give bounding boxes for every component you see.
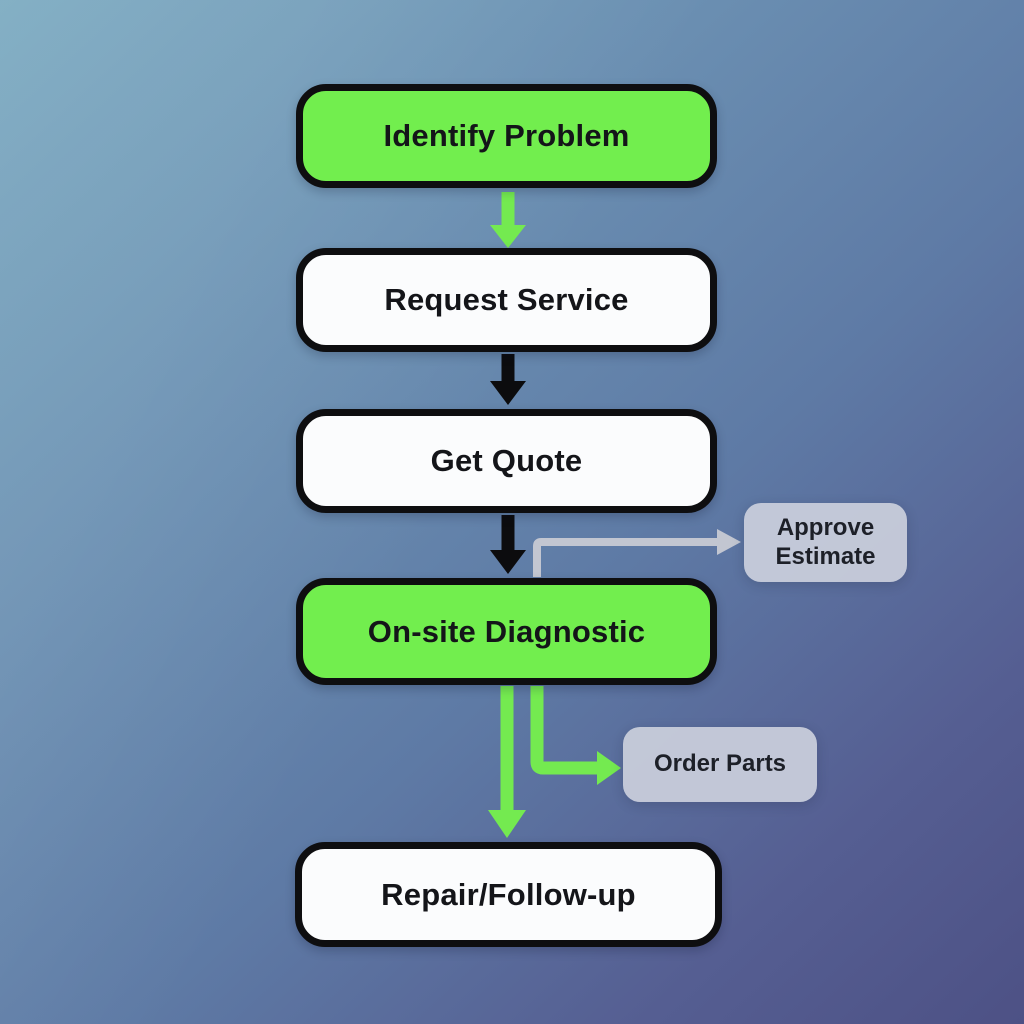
flow-node-identify-problem: Identify Problem <box>296 84 717 188</box>
flow-node-label: Repair/Follow-up <box>381 876 636 912</box>
flow-chip-label: Approve Estimate <box>775 514 876 570</box>
arrow-diagnostic-to-approve <box>533 529 741 577</box>
arrow-diagnostic-to-order <box>530 686 621 785</box>
flow-node-get-quote: Get Quote <box>296 409 717 513</box>
arrow-quote-to-diagnostic <box>490 515 526 574</box>
arrow-request-to-quote <box>490 354 526 405</box>
flow-node-request-service: Request Service <box>296 248 717 352</box>
arrow-diagnostic-to-repair <box>488 686 526 838</box>
flow-node-label: Get Quote <box>430 443 583 478</box>
flow-node-onsite-diagnostic: On-site Diagnostic <box>296 578 717 685</box>
arrow-identify-to-request <box>490 192 526 248</box>
flow-node-repair-followup: Repair/Follow-up <box>295 842 722 947</box>
flow-node-label: On-site Diagnostic <box>367 613 646 649</box>
flow-chip-label: Order Parts <box>653 750 787 778</box>
flow-chip-order-parts: Order Parts <box>623 727 817 802</box>
flow-node-label: Request Service <box>384 282 629 317</box>
flow-chip-approve-estimate: Approve Estimate <box>744 503 907 582</box>
flow-node-label: Identify Problem <box>383 118 630 153</box>
